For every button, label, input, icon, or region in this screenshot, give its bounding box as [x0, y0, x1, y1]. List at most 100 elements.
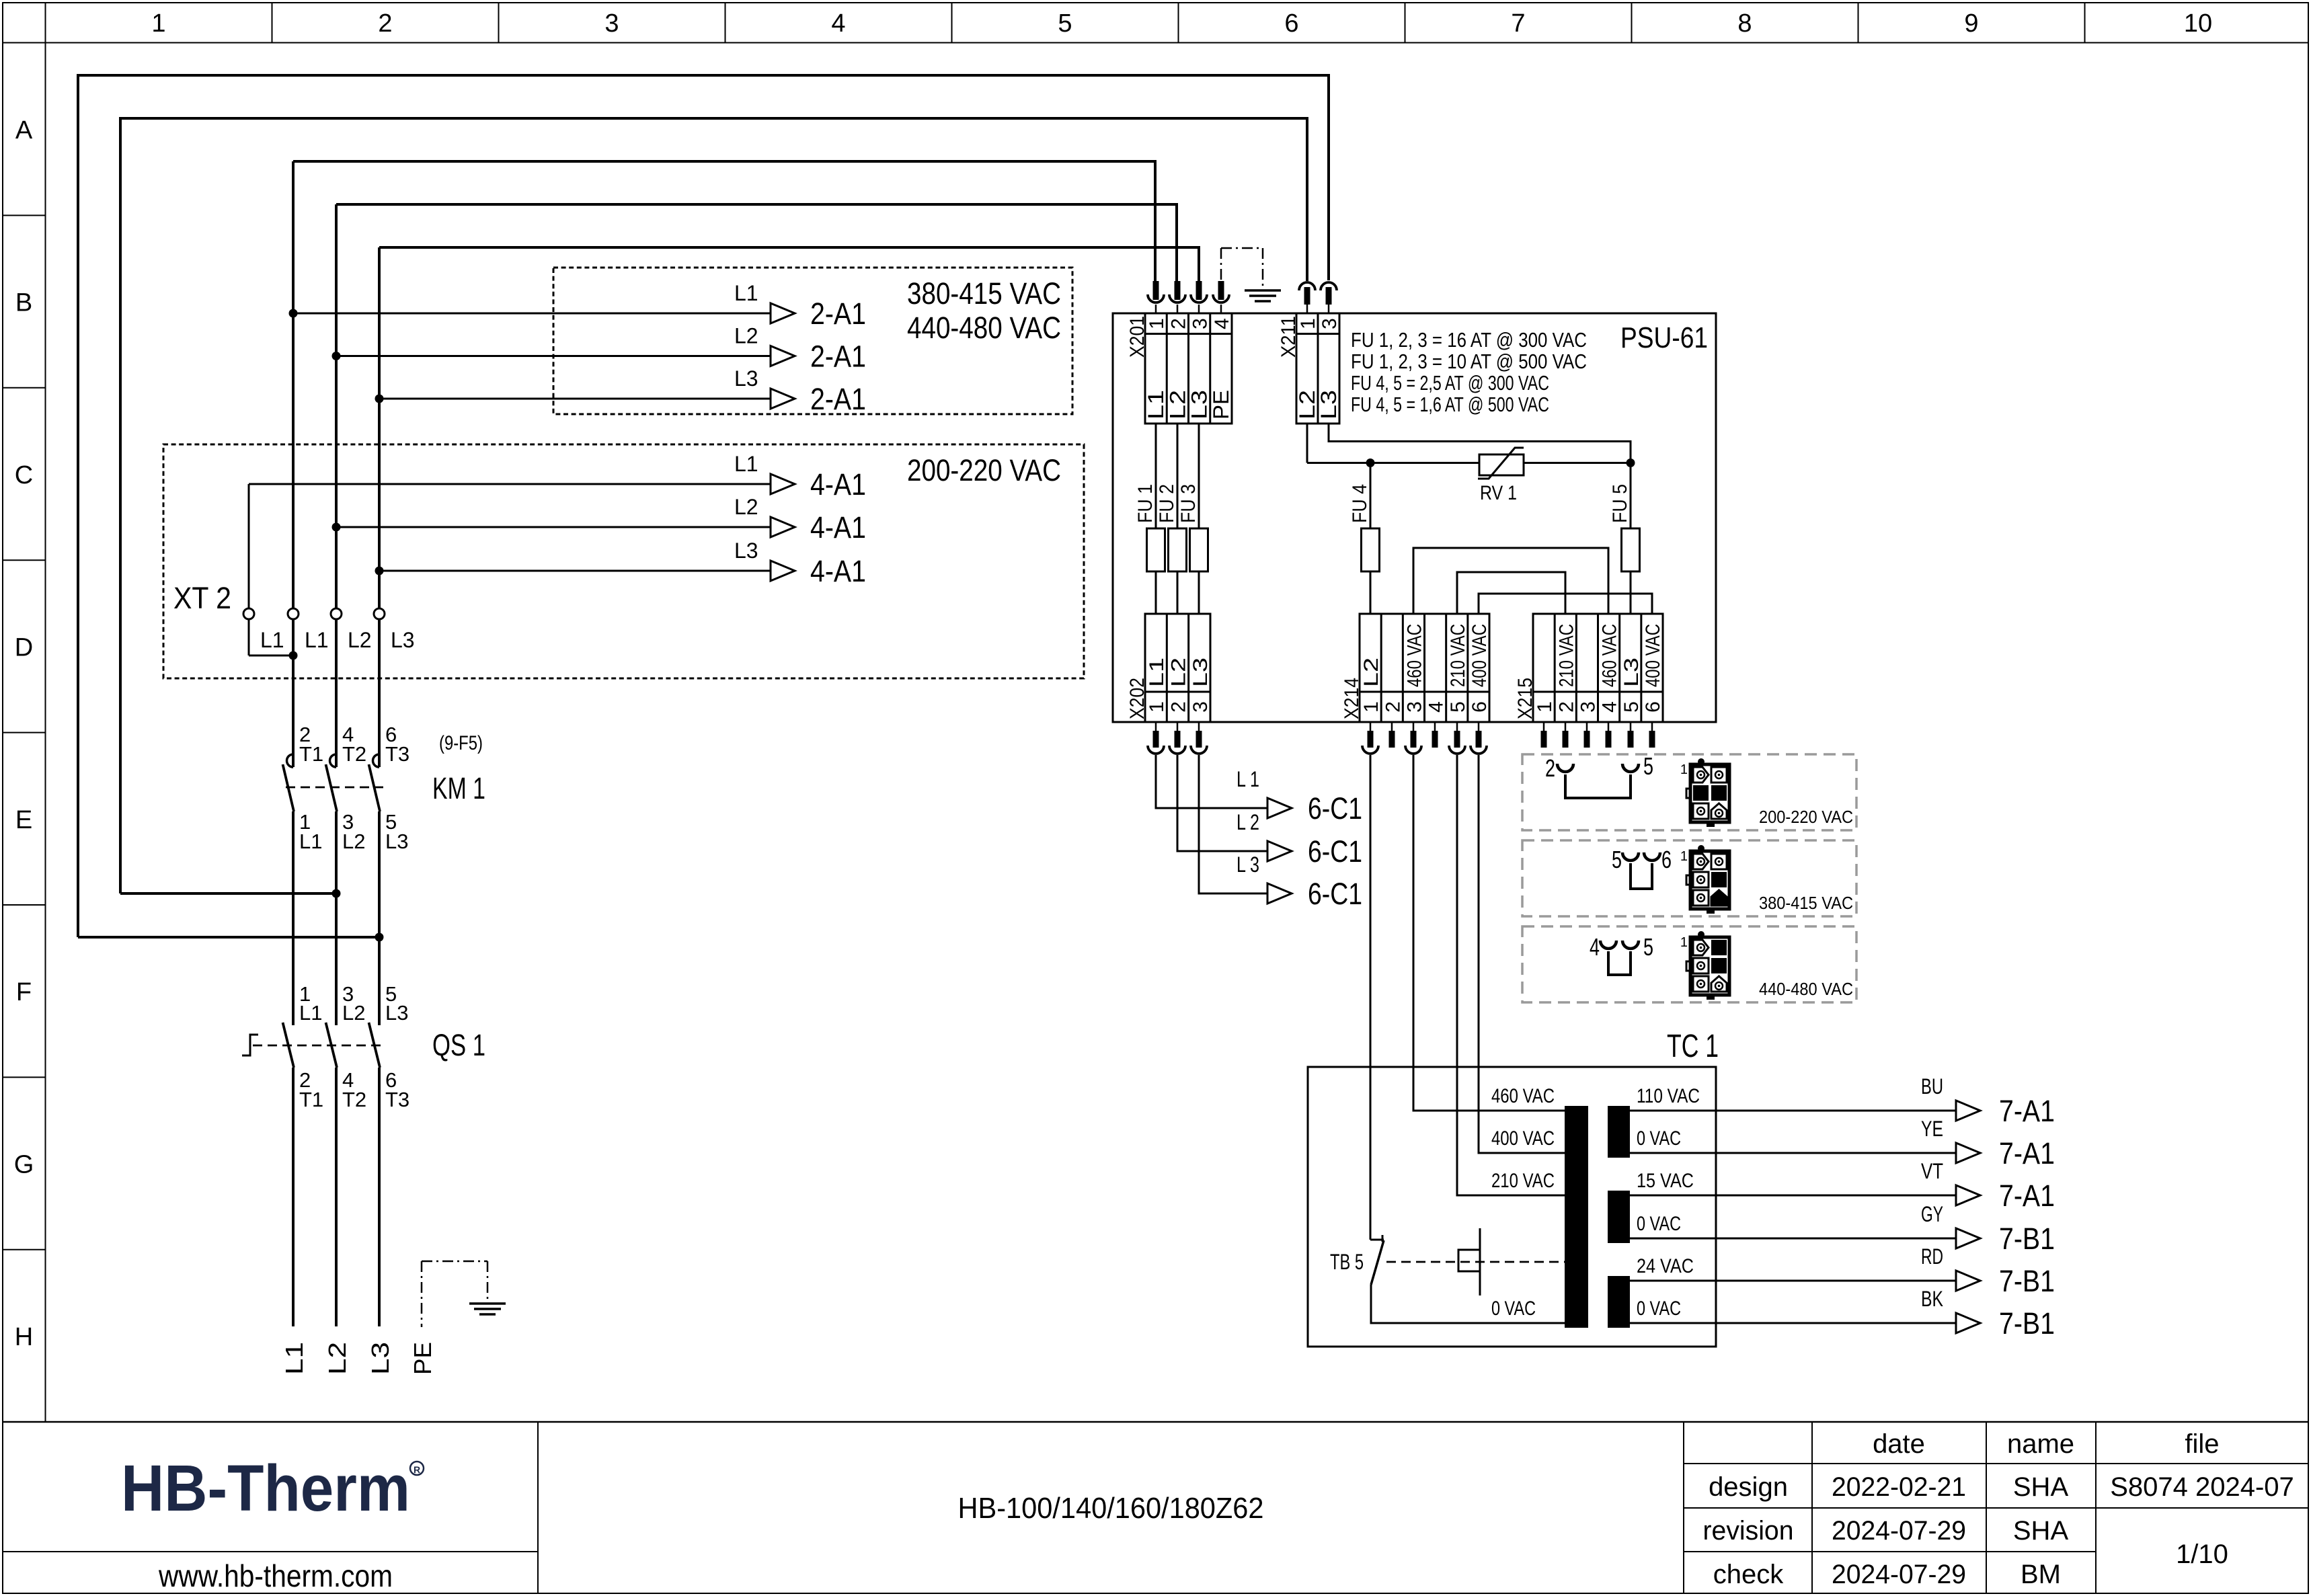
svg-text:L3: L3 [366, 1342, 394, 1375]
svg-text:460 VAC: 460 VAC [1599, 624, 1621, 687]
svg-text:L3: L3 [1189, 657, 1212, 687]
svg-text:1: 1 [1680, 762, 1688, 777]
svg-text:400 VAC: 400 VAC [1642, 624, 1664, 687]
svg-text:D: D [15, 633, 33, 662]
svg-text:X201: X201 [1126, 316, 1148, 358]
svg-text:T3: T3 [385, 1088, 409, 1111]
svg-text:2: 2 [1382, 701, 1404, 713]
svg-text:3: 3 [1319, 318, 1341, 329]
svg-text:6: 6 [1468, 701, 1491, 713]
svg-text:1: 1 [1680, 935, 1688, 950]
svg-text:FU 5: FU 5 [1609, 484, 1631, 523]
svg-text:4-A1: 4-A1 [810, 467, 866, 502]
svg-text:T1: T1 [299, 742, 323, 766]
svg-text:1: 1 [151, 9, 165, 38]
svg-text:X214: X214 [1341, 678, 1363, 719]
svg-text:380-415 VAC: 380-415 VAC [907, 276, 1061, 311]
svg-text:L3: L3 [734, 538, 758, 563]
svg-text:440-480 VAC: 440-480 VAC [1759, 979, 1853, 999]
svg-text:4: 4 [1599, 701, 1621, 713]
svg-text:G: G [14, 1151, 34, 1179]
svg-text:A: A [15, 116, 33, 145]
svg-text:2: 2 [378, 9, 392, 38]
svg-text:B: B [15, 289, 32, 317]
svg-text:file: file [2185, 1429, 2219, 1459]
svg-text:210 VAC: 210 VAC [1555, 624, 1577, 687]
svg-text:4-A1: 4-A1 [810, 554, 866, 588]
svg-text:5: 5 [1447, 701, 1469, 713]
svg-text:design: design [1709, 1472, 1788, 1502]
svg-text:BM: BM [2021, 1560, 2061, 1589]
svg-text:1: 1 [1297, 318, 1319, 329]
svg-text:T3: T3 [385, 742, 409, 766]
svg-text:YE: YE [1921, 1117, 1943, 1141]
svg-text:L1: L1 [299, 1001, 322, 1025]
svg-text:RD: RD [1921, 1244, 1943, 1269]
svg-text:L2: L2 [1295, 390, 1319, 420]
svg-text:HB-100/140/160/180Z62: HB-100/140/160/180Z62 [958, 1492, 1264, 1525]
svg-text:PE: PE [1209, 390, 1233, 420]
svg-text:FU 4, 5 = 2,5 AT @ 300 VAC: FU 4, 5 = 2,5 AT @ 300 VAC [1351, 371, 1549, 395]
svg-text:L 3: L 3 [1237, 852, 1259, 877]
svg-text:15 VAC: 15 VAC [1637, 1170, 1694, 1192]
svg-text:1: 1 [1146, 318, 1168, 329]
svg-text:L3: L3 [385, 830, 408, 853]
svg-text:SHA: SHA [2013, 1516, 2069, 1546]
svg-text:L1: L1 [260, 628, 284, 652]
svg-text:4: 4 [342, 1068, 354, 1092]
svg-text:6-C1: 6-C1 [1308, 877, 1362, 911]
svg-text:3: 3 [1403, 701, 1425, 713]
svg-text:9: 9 [1964, 9, 1978, 38]
svg-text:KM 1: KM 1 [432, 771, 485, 805]
svg-text:PSU-61: PSU-61 [1620, 321, 1708, 354]
svg-text:L3: L3 [385, 1001, 408, 1025]
svg-text:0 VAC: 0 VAC [1637, 1127, 1681, 1150]
svg-text:4: 4 [1590, 933, 1600, 961]
svg-text:2-A1: 2-A1 [810, 340, 866, 374]
svg-text:2: 2 [1555, 701, 1577, 713]
svg-text:5: 5 [385, 810, 397, 834]
svg-text:FU 4, 5 = 1,6 AT @ 500 VAC: FU 4, 5 = 1,6 AT @ 500 VAC [1351, 393, 1549, 416]
svg-text:FU 4: FU 4 [1349, 484, 1371, 523]
svg-text:3: 3 [604, 9, 619, 38]
svg-text:2024-07-29: 2024-07-29 [1832, 1560, 1966, 1589]
svg-text:L2: L2 [342, 1001, 365, 1025]
svg-text:7-A1: 7-A1 [1999, 1136, 2055, 1170]
svg-text:1: 1 [1360, 701, 1382, 713]
svg-text:3: 3 [342, 810, 354, 834]
svg-text:6: 6 [385, 1068, 397, 1092]
svg-text:T2: T2 [342, 742, 366, 766]
svg-text:L2: L2 [1167, 657, 1189, 687]
svg-text:400 VAC: 400 VAC [1468, 624, 1491, 687]
svg-text:1: 1 [1146, 701, 1168, 713]
svg-text:L2: L2 [323, 1342, 351, 1375]
svg-text:2: 2 [299, 723, 311, 746]
svg-text:T2: T2 [342, 1088, 366, 1111]
svg-text:4: 4 [342, 723, 354, 746]
svg-text:2: 2 [1167, 318, 1189, 329]
svg-text:XT 2: XT 2 [173, 581, 231, 615]
svg-text:110 VAC: 110 VAC [1637, 1085, 1700, 1107]
svg-text:H: H [15, 1323, 33, 1351]
svg-text:4: 4 [1211, 318, 1233, 329]
svg-text:24 VAC: 24 VAC [1637, 1255, 1694, 1277]
svg-text:TC 1: TC 1 [1667, 1029, 1719, 1064]
svg-text:1: 1 [299, 982, 311, 1006]
svg-text:(9-F5): (9-F5) [439, 732, 483, 754]
svg-text:5: 5 [1620, 701, 1643, 713]
svg-text:10: 10 [2184, 9, 2212, 38]
svg-text:7: 7 [1511, 9, 1525, 38]
svg-text:S8074 2024-07: S8074 2024-07 [2110, 1472, 2294, 1502]
svg-text:BU: BU [1921, 1074, 1943, 1099]
svg-text:5: 5 [1612, 846, 1622, 873]
svg-text:X211: X211 [1278, 316, 1300, 358]
svg-text:6: 6 [1284, 9, 1298, 38]
svg-text:8: 8 [1737, 9, 1752, 38]
svg-text:2-A1: 2-A1 [810, 382, 866, 416]
svg-text:L1: L1 [305, 628, 329, 652]
svg-text:7-B1: 7-B1 [1999, 1264, 2055, 1298]
svg-text:F: F [16, 978, 32, 1006]
svg-text:L2: L2 [348, 628, 372, 652]
svg-text:4: 4 [1425, 701, 1448, 713]
svg-text:FU 1, 2, 3 = 10 AT @ 500 VA: FU 1, 2, 3 = 10 AT @ 500 VAC [1351, 350, 1587, 373]
